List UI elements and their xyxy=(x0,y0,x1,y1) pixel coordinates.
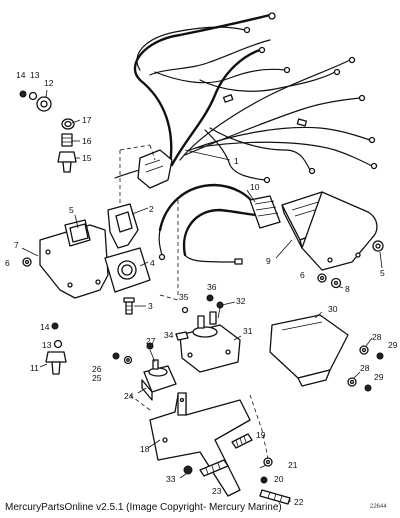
screw-36[interactable] xyxy=(206,294,214,302)
sensor-11[interactable] xyxy=(45,351,67,375)
callout-6-right[interactable]: 6 xyxy=(300,270,305,280)
callout-9[interactable]: 9 xyxy=(266,256,271,266)
callout-12[interactable]: 12 xyxy=(44,78,54,88)
callout-13-lower[interactable]: 13 xyxy=(42,340,52,350)
screw-22[interactable] xyxy=(259,489,291,505)
washer-25[interactable] xyxy=(123,355,133,365)
callout-29-lower[interactable]: 29 xyxy=(374,372,384,382)
callout-35[interactable]: 35 xyxy=(179,292,189,302)
grommet-5-left[interactable] xyxy=(69,223,89,243)
cable-harness[interactable] xyxy=(158,183,281,265)
relay-24[interactable] xyxy=(141,359,177,401)
nut-14[interactable] xyxy=(19,90,27,98)
callout-30[interactable]: 30 xyxy=(328,304,338,314)
sensor-15[interactable] xyxy=(57,151,77,173)
callout-3[interactable]: 3 xyxy=(148,301,153,311)
grommet-5-right[interactable] xyxy=(372,240,384,252)
solenoid-31[interactable] xyxy=(179,311,241,373)
washer-8[interactable] xyxy=(330,277,342,289)
sensor-17[interactable] xyxy=(61,118,75,130)
wiring-harness[interactable] xyxy=(114,12,378,189)
nut-26[interactable] xyxy=(112,352,120,360)
gasket-plate[interactable] xyxy=(104,247,151,293)
callout-5-right[interactable]: 5 xyxy=(380,268,385,278)
callout-26[interactable]: 26 xyxy=(92,364,102,374)
callout-4[interactable]: 4 xyxy=(150,258,155,268)
callout-36[interactable]: 36 xyxy=(207,282,217,292)
bracket-2[interactable] xyxy=(107,203,139,249)
callout-28-upper[interactable]: 28 xyxy=(372,332,382,342)
screw-3[interactable] xyxy=(123,297,135,315)
nut-14-lower[interactable] xyxy=(51,322,59,330)
nut-21[interactable] xyxy=(263,457,273,467)
washer-13[interactable] xyxy=(28,91,38,101)
stud-23[interactable] xyxy=(199,459,229,477)
callout-25[interactable]: 25 xyxy=(92,373,102,383)
callout-32[interactable]: 32 xyxy=(236,296,246,306)
nut-33[interactable] xyxy=(183,465,193,475)
callout-8[interactable]: 8 xyxy=(345,284,350,294)
washer-28-upper[interactable] xyxy=(359,345,369,355)
washer-13-lower[interactable] xyxy=(53,339,63,349)
callout-28-lower[interactable]: 28 xyxy=(360,363,370,373)
stud-19[interactable] xyxy=(231,433,253,449)
callout-22[interactable]: 22 xyxy=(294,497,304,507)
nut-6-right[interactable] xyxy=(317,273,327,283)
callout-7[interactable]: 7 xyxy=(14,240,19,250)
callout-10[interactable]: 10 xyxy=(250,182,260,192)
callout-24[interactable]: 24 xyxy=(124,391,134,401)
callout-31[interactable]: 31 xyxy=(243,326,253,336)
washer-28-lower[interactable] xyxy=(347,377,357,387)
nut-27[interactable] xyxy=(146,342,154,350)
image-caption: MercuryPartsOnline v2.5.1 (Image Copyrig… xyxy=(5,502,282,513)
callout-5-left[interactable]: 5 xyxy=(69,205,74,215)
callout-16[interactable]: 16 xyxy=(82,136,92,146)
callout-14-upper[interactable]: 14 xyxy=(16,70,26,80)
terminal-34[interactable] xyxy=(175,331,189,341)
callout-17[interactable]: 17 xyxy=(82,115,92,125)
cover-30[interactable] xyxy=(269,314,349,387)
callout-20[interactable]: 20 xyxy=(274,474,284,484)
screw-32[interactable] xyxy=(216,301,224,319)
callouts: 1 2 3 4 5 5 6 6 7 8 9 10 11 12 13 13 14 … xyxy=(5,70,398,507)
callout-23[interactable]: 23 xyxy=(212,486,222,496)
callout-6-left[interactable]: 6 xyxy=(5,258,10,268)
callout-27[interactable]: 27 xyxy=(146,336,156,346)
callout-2[interactable]: 2 xyxy=(149,204,154,214)
callout-18[interactable]: 18 xyxy=(140,444,150,454)
nut-35[interactable] xyxy=(181,306,189,314)
sensor-16[interactable] xyxy=(61,133,73,147)
switch-12[interactable] xyxy=(36,96,52,112)
callout-21[interactable]: 21 xyxy=(288,460,298,470)
callout-34[interactable]: 34 xyxy=(164,330,174,340)
callout-14-lower[interactable]: 14 xyxy=(40,322,50,332)
callout-1[interactable]: 1 xyxy=(234,156,239,166)
diagram-id: 22644 xyxy=(370,504,387,510)
callout-33[interactable]: 33 xyxy=(166,474,176,484)
control-module[interactable] xyxy=(281,191,378,271)
bracket-18[interactable] xyxy=(149,392,251,497)
nut-29-upper[interactable] xyxy=(376,352,384,360)
nut-6-left[interactable] xyxy=(22,257,32,267)
callout-11[interactable]: 11 xyxy=(30,363,39,373)
nut-29-lower[interactable] xyxy=(364,384,372,392)
callout-15[interactable]: 15 xyxy=(82,153,92,163)
callout-29-upper[interactable]: 29 xyxy=(388,340,398,350)
callout-19[interactable]: 19 xyxy=(256,430,266,440)
callout-13-upper[interactable]: 13 xyxy=(30,70,40,80)
